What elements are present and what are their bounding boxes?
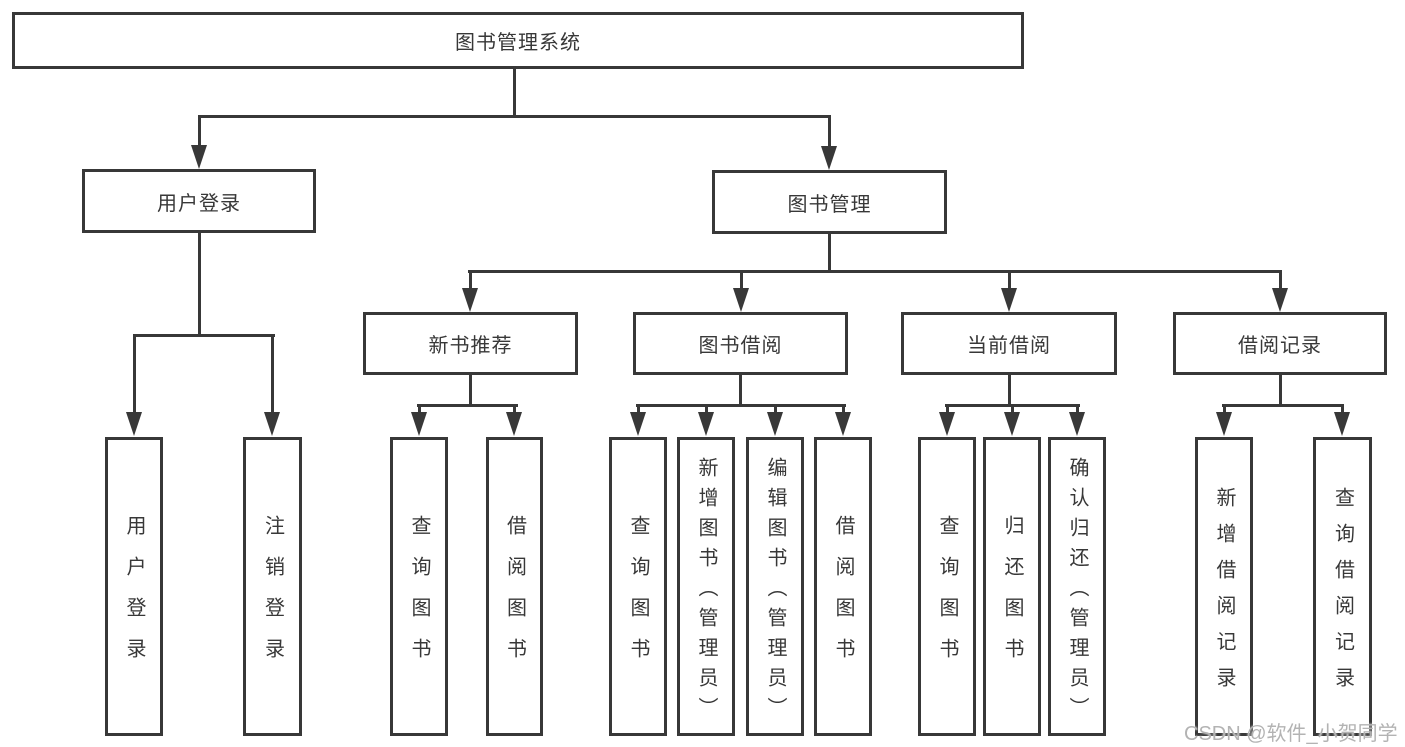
connector-borrow-crossbar — [636, 404, 846, 407]
leaf-logout: 注销登录 — [243, 437, 302, 736]
node-book-borrow: 图书借阅 — [633, 312, 848, 375]
connector-borrow-stem — [739, 374, 742, 407]
connector-mgmt-drop-3 — [1008, 270, 1011, 290]
connector-recommend-crossbar — [417, 404, 518, 407]
arrow-down-icon — [1004, 412, 1020, 436]
node-current-borrow: 当前借阅 — [901, 312, 1117, 375]
leaf-query-books-3: 查询图书 — [918, 437, 976, 736]
arrow-down-icon — [733, 288, 749, 312]
arrow-down-icon — [411, 412, 427, 436]
node-user-login-label: 用户登录 — [157, 192, 241, 215]
connector-borrow-drop-2 — [705, 404, 708, 414]
connector-borrow-drop-4 — [842, 404, 845, 414]
arrow-down-icon — [630, 412, 646, 436]
leaf-borrow-books-1-label: 借阅图书 — [503, 515, 526, 679]
node-root: 图书管理系统 — [12, 12, 1024, 69]
arrow-down-icon — [767, 412, 783, 436]
leaf-add-borrow-record-label: 新增借阅记录 — [1213, 486, 1235, 703]
leaf-query-books-2-label: 查询图书 — [627, 515, 649, 679]
node-root-label: 图书管理系统 — [455, 32, 581, 54]
leaf-query-books-2: 查询图书 — [609, 437, 667, 736]
arrow-down-icon — [264, 412, 280, 436]
connector-current-stem — [1008, 374, 1011, 407]
connector-current-drop-3 — [1076, 404, 1079, 414]
arrow-down-icon — [1272, 288, 1288, 312]
leaf-add-books-admin: 新增图书（管理员） — [677, 437, 735, 736]
arrow-down-icon — [821, 146, 837, 170]
arrow-down-icon — [462, 288, 478, 312]
node-book-borrow-label: 图书借阅 — [698, 335, 783, 357]
connector-root-crossbar — [198, 115, 831, 118]
leaf-edit-books-admin: 编辑图书（管理员） — [746, 437, 804, 736]
connector-mgmt-drop-2 — [740, 270, 743, 290]
connector-login-drop-1 — [133, 334, 136, 414]
arrow-down-icon — [506, 412, 522, 436]
arrow-down-icon — [835, 412, 851, 436]
connector-login-drop-2 — [271, 334, 274, 414]
connector-recommend-stem — [469, 374, 472, 407]
leaf-confirm-return-admin: 确认归还（管理员） — [1048, 437, 1106, 736]
leaf-add-books-admin-label: 新增图书（管理员） — [695, 456, 717, 727]
connector-records-drop-1 — [1223, 404, 1226, 414]
arrow-down-icon — [939, 412, 955, 436]
connector-recommend-drop-2 — [513, 404, 516, 414]
arrow-down-icon — [191, 145, 207, 169]
leaf-query-borrow-record: 查询借阅记录 — [1313, 437, 1372, 736]
arrow-down-icon — [126, 412, 142, 436]
connector-root-drop-right — [828, 115, 831, 147]
leaf-add-borrow-record: 新增借阅记录 — [1195, 437, 1253, 736]
leaf-user-login: 用户登录 — [105, 437, 163, 736]
leaf-user-login-label: 用户登录 — [123, 515, 145, 679]
leaf-query-books-1-label: 查询图书 — [408, 515, 430, 679]
leaf-query-borrow-record-label: 查询借阅记录 — [1331, 486, 1354, 703]
arrow-down-icon — [1334, 412, 1350, 436]
connector-records-stem — [1279, 374, 1282, 407]
leaf-edit-books-admin-label: 编辑图书（管理员） — [764, 456, 786, 727]
leaf-logout-label: 注销登录 — [261, 515, 284, 679]
connector-mgmt-drop-4 — [1279, 270, 1282, 290]
node-borrow-records-label: 借阅记录 — [1238, 335, 1322, 357]
node-new-book-recommend: 新书推荐 — [363, 312, 578, 375]
connector-root-drop-left — [198, 115, 201, 146]
leaf-return-books-label: 归还图书 — [1001, 515, 1023, 679]
leaf-query-books-1: 查询图书 — [390, 437, 448, 736]
connector-mgmt-stem — [828, 233, 831, 273]
arrow-down-icon — [1216, 412, 1232, 436]
connector-records-crossbar — [1222, 404, 1344, 407]
connector-root-stem — [513, 66, 516, 118]
node-user-login: 用户登录 — [82, 169, 316, 233]
node-book-management-label: 图书管理 — [787, 193, 872, 216]
node-new-book-recommend-label: 新书推荐 — [428, 335, 513, 357]
connector-records-drop-2 — [1341, 404, 1344, 414]
leaf-borrow-books-1: 借阅图书 — [486, 437, 543, 736]
connector-mgmt-drop-1 — [469, 270, 472, 290]
node-borrow-records: 借阅记录 — [1173, 312, 1387, 375]
leaf-return-books: 归还图书 — [983, 437, 1041, 736]
connector-current-drop-1 — [946, 404, 949, 414]
leaf-borrow-books-2-label: 借阅图书 — [832, 515, 854, 679]
connector-borrow-drop-1 — [637, 404, 640, 414]
connector-login-stem — [198, 232, 201, 336]
connector-current-drop-2 — [1011, 404, 1014, 414]
leaf-query-books-3-label: 查询图书 — [936, 515, 958, 679]
arrow-down-icon — [1001, 288, 1017, 312]
arrow-down-icon — [698, 412, 714, 436]
leaf-confirm-return-admin-label: 确认归还（管理员） — [1066, 456, 1088, 727]
connector-mgmt-crossbar — [468, 270, 1282, 273]
watermark-text: CSDN @软件_小贺同学 — [1184, 723, 1398, 745]
leaf-borrow-books-2: 借阅图书 — [814, 437, 872, 736]
node-current-borrow-label: 当前借阅 — [967, 335, 1051, 357]
connector-borrow-drop-3 — [774, 404, 777, 414]
node-book-management: 图书管理 — [712, 170, 947, 234]
arrow-down-icon — [1069, 412, 1085, 436]
connector-login-crossbar — [133, 334, 275, 337]
connector-recommend-drop-1 — [418, 404, 421, 414]
